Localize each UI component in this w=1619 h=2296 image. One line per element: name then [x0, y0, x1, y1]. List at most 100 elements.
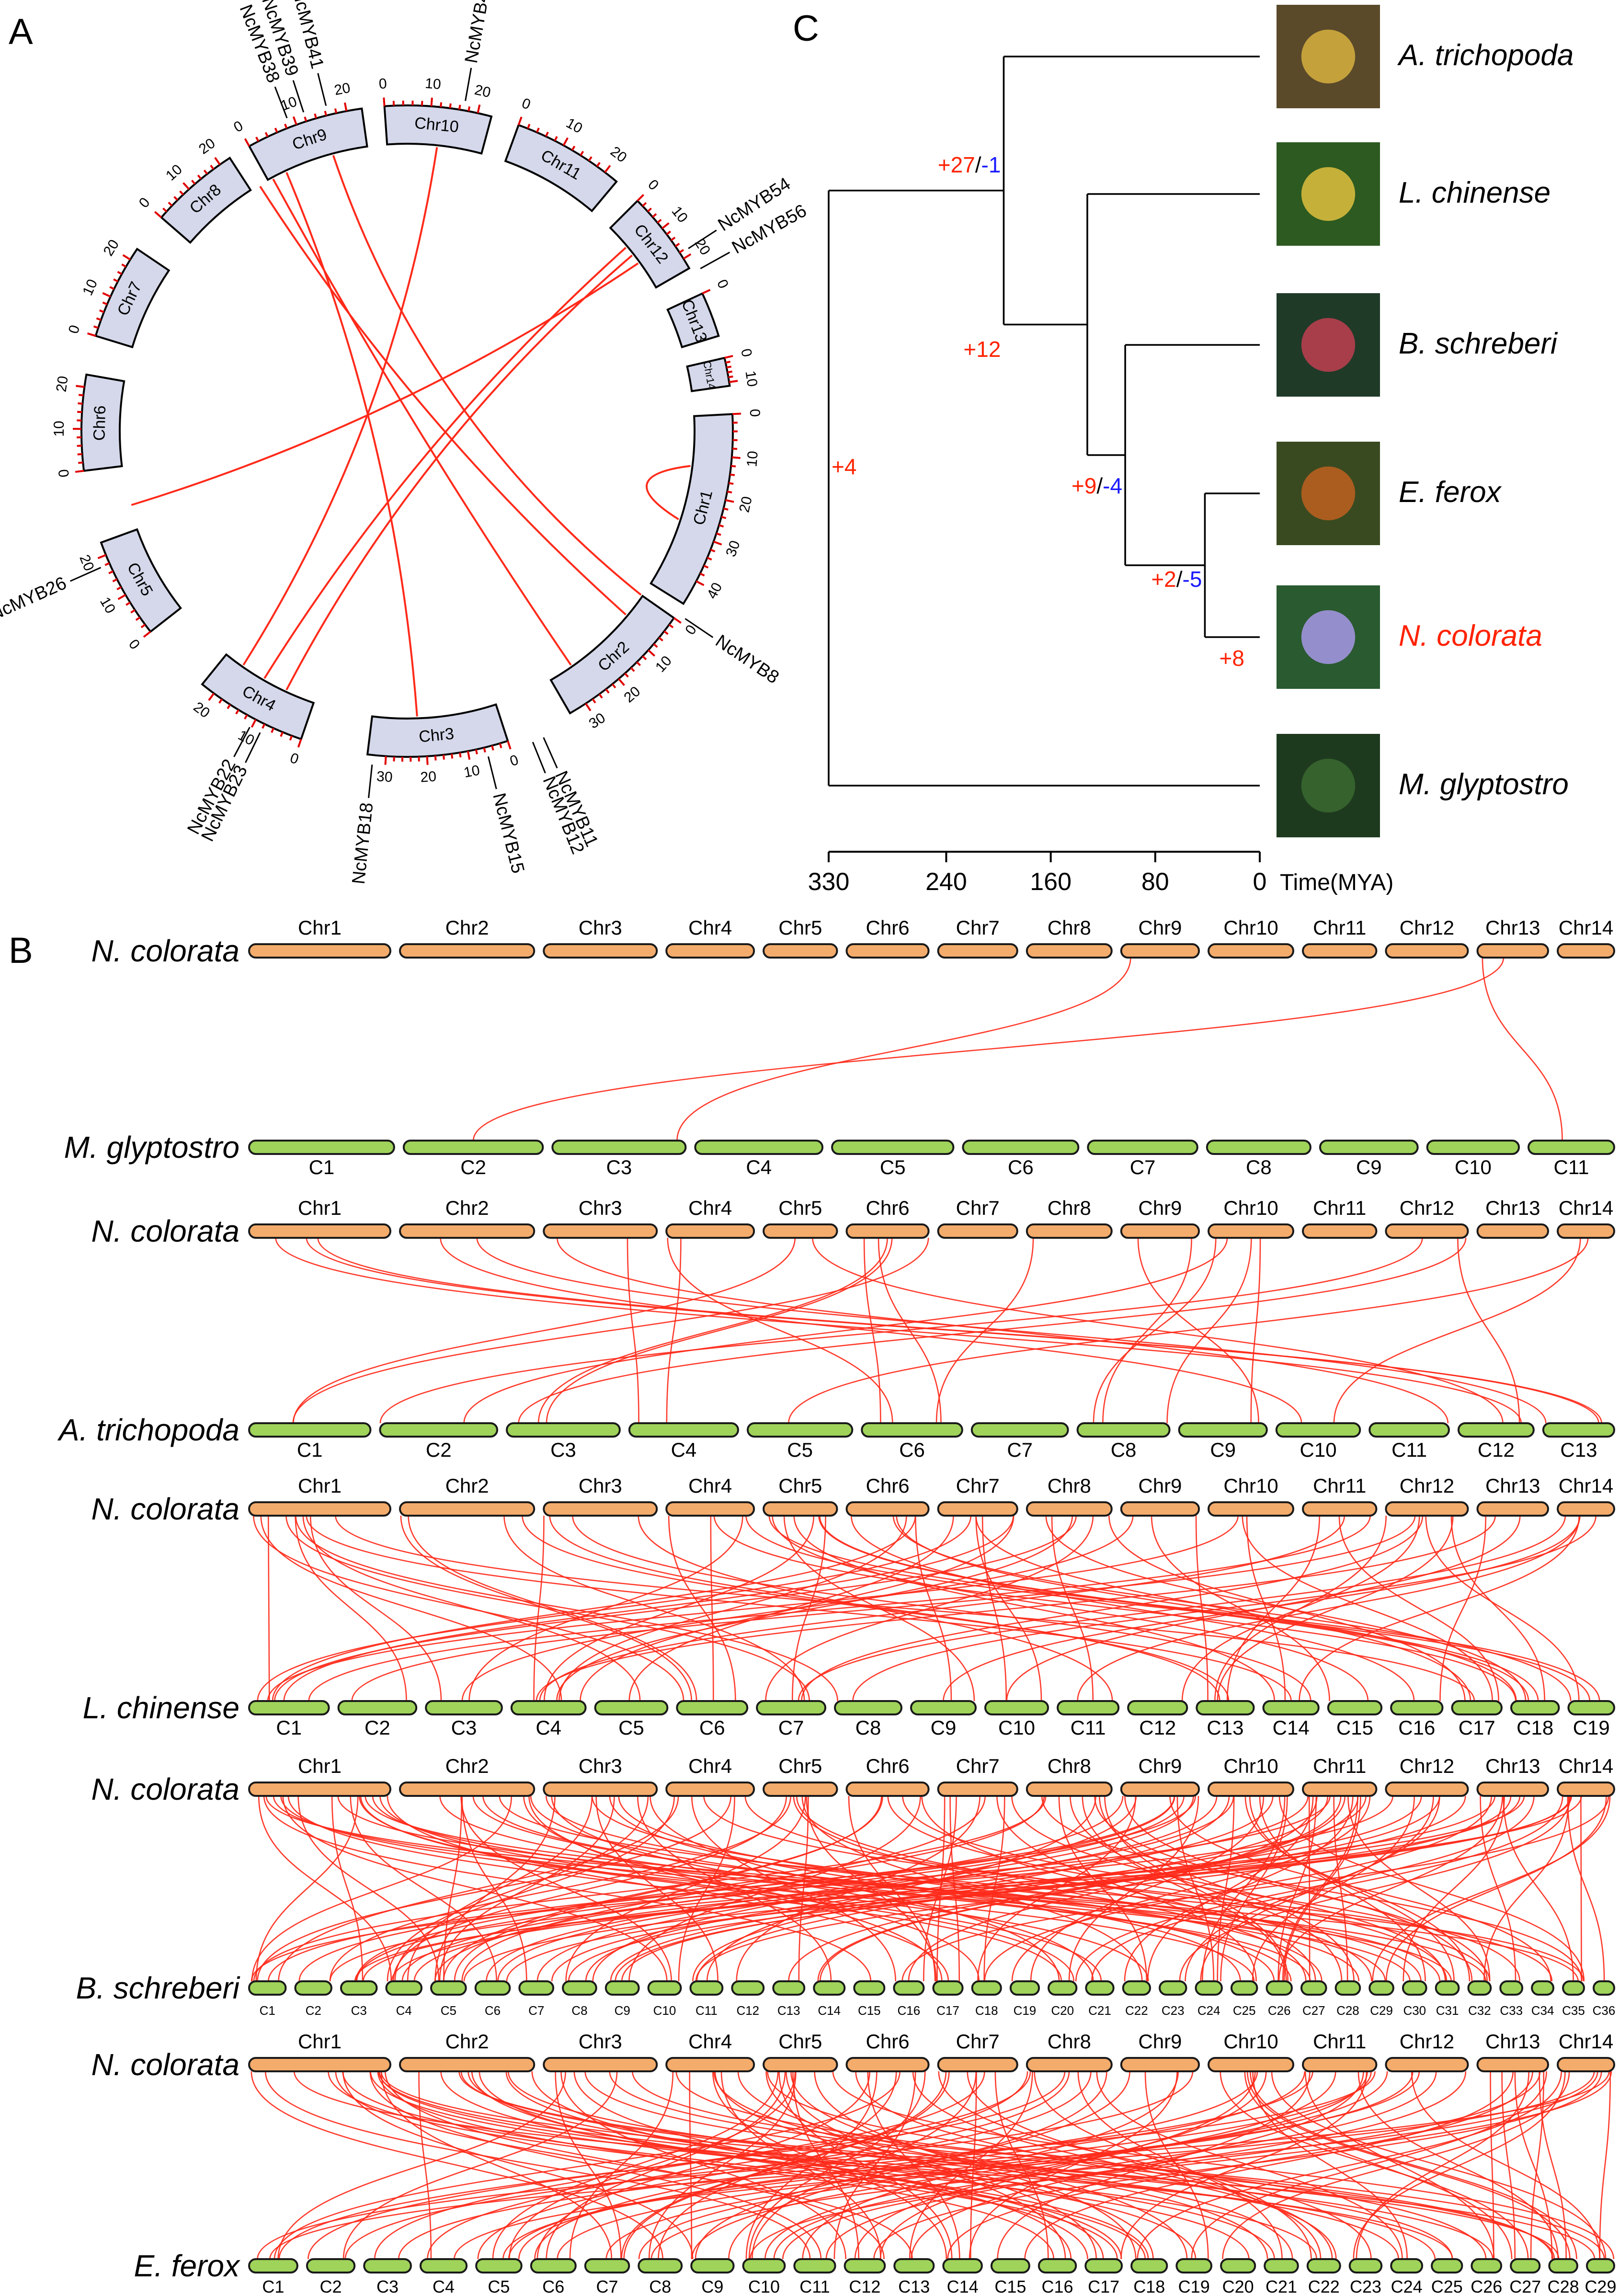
- chromosome-bar: [1385, 1501, 1469, 1517]
- chromosome-bar: [248, 1700, 330, 1715]
- tick-major: [725, 499, 734, 503]
- tick-minor: [663, 630, 669, 635]
- chromosome-bar: [690, 2258, 735, 2273]
- gene-leader: [317, 73, 327, 106]
- chromosome-label: Chr6: [866, 1197, 910, 1219]
- chromosome-bar: [1120, 1501, 1200, 1517]
- chromosome-bar: [1122, 1980, 1152, 1996]
- chromosome-arc-11: [504, 124, 618, 213]
- branch-gain-loss: +2/-5: [1151, 567, 1202, 592]
- tick-minor: [679, 249, 684, 253]
- chromosome-label: Chr4: [688, 916, 732, 939]
- chromosome-bar: [665, 1223, 755, 1239]
- chromosome-label: C26: [1268, 2003, 1291, 2018]
- synteny-link: [295, 1515, 838, 1702]
- synteny-link: [1124, 1795, 1473, 1982]
- synteny-link: [523, 1795, 980, 1982]
- synteny-link: [1108, 1515, 1466, 1702]
- chromosome-bar: [689, 1980, 724, 1996]
- chromosome-bar: [1319, 1140, 1419, 1155]
- chromosome-bar: [1431, 2258, 1463, 2273]
- tick-label: 30: [723, 538, 743, 559]
- chromosome-arc-5: [100, 528, 182, 633]
- chromosome-bar: [506, 1422, 621, 1438]
- synteny-link: [536, 1515, 1496, 1702]
- tick-label: 40: [704, 580, 726, 602]
- chromosome-bar: [1368, 1422, 1450, 1438]
- chromosome-label: Chr14: [1559, 916, 1613, 939]
- chromosome-bar: [510, 1700, 587, 1715]
- synteny-link: [936, 1795, 946, 1982]
- tick-label: 0: [288, 750, 301, 768]
- chromosome-bar: [1548, 2258, 1578, 2273]
- tick-minor: [78, 461, 83, 464]
- synteny-link: [503, 1515, 805, 1702]
- flower-photo-icon: [1277, 142, 1380, 246]
- chromosome-bar: [971, 1980, 1002, 1996]
- tick-minor: [730, 465, 736, 468]
- chromosome-label: C3: [550, 1439, 576, 1461]
- synteny-link: [380, 2071, 613, 2260]
- synteny-link: [996, 1795, 1257, 1982]
- tick-minor: [545, 131, 549, 137]
- tick-major: [343, 102, 348, 112]
- tick-major: [75, 469, 84, 473]
- chromosome-label: C2: [460, 1156, 486, 1178]
- flower-photo-icon: [1277, 293, 1380, 397]
- gene-label: NcMYB15: [489, 791, 528, 875]
- chromosome-bar: [1130, 2258, 1168, 2273]
- synteny-link: [328, 2071, 1118, 2260]
- chromosome-bar: [1348, 2258, 1383, 2273]
- chromosome-bar: [1390, 1700, 1444, 1715]
- chromosome-bar: [399, 1501, 536, 1517]
- synteny-link: [1480, 1795, 1516, 1982]
- synteny-link: [628, 1515, 954, 1702]
- gain-count: +9: [1072, 473, 1096, 498]
- gene-link: [259, 186, 627, 616]
- synteny-link: [710, 1515, 714, 1702]
- chromosome-label: C13: [898, 2277, 930, 2296]
- tick-major: [154, 211, 162, 218]
- reference-species-label: N. colorata: [91, 1214, 239, 1248]
- chromosome-label: Chr9: [1138, 916, 1182, 939]
- tick-minor: [227, 704, 231, 709]
- synteny-link: [486, 1795, 1194, 1982]
- tick-label: 20: [54, 375, 71, 393]
- chromosome-label: Chr4: [688, 1197, 732, 1219]
- tick-label: 10: [744, 450, 761, 468]
- synteny-link: [1402, 1795, 1505, 1982]
- synteny-link: [997, 2071, 1311, 2260]
- tick-minor: [99, 309, 104, 313]
- chromosome-label: C14: [1273, 1716, 1310, 1739]
- synteny-link: [342, 2071, 618, 2260]
- chromosome-bar: [543, 1501, 658, 1517]
- chromosome-label: C1: [309, 1156, 335, 1178]
- synteny-link: [559, 1515, 907, 1702]
- tick-minor: [109, 286, 115, 290]
- synteny-link: [1169, 1795, 1551, 1982]
- chromosome-label: C6: [485, 2003, 501, 2018]
- synteny-link: [1051, 1515, 1094, 1702]
- synteny-link: [1244, 2071, 1513, 2260]
- chromosome-bar: [1300, 1980, 1327, 1996]
- synteny-link: [568, 1795, 1521, 1982]
- synteny-link: [1179, 1795, 1571, 1982]
- chromosome-bar: [294, 1980, 332, 1996]
- tick-minor: [274, 127, 278, 133]
- chromosome-label: C1: [262, 2277, 284, 2296]
- synteny-link: [1082, 1795, 1287, 1982]
- chromosome-bar: [1302, 943, 1378, 959]
- chromosome-bar: [893, 1980, 925, 1996]
- synteny-link: [1304, 2071, 1495, 2260]
- chromosome-bar: [1476, 1782, 1550, 1797]
- tick-minor: [707, 557, 712, 561]
- synteny-link: [293, 2071, 1453, 2260]
- chromosome-bar: [248, 2258, 298, 2273]
- chromosome-label: C6: [542, 2277, 564, 2296]
- chromosome-label: Chr9: [1138, 1755, 1182, 1777]
- tick-minor: [203, 170, 208, 175]
- synteny-link: [1242, 1515, 1494, 1702]
- target-species-label: A. trichopoda: [57, 1413, 239, 1447]
- branch-gain-loss: +27/-1: [938, 152, 1001, 177]
